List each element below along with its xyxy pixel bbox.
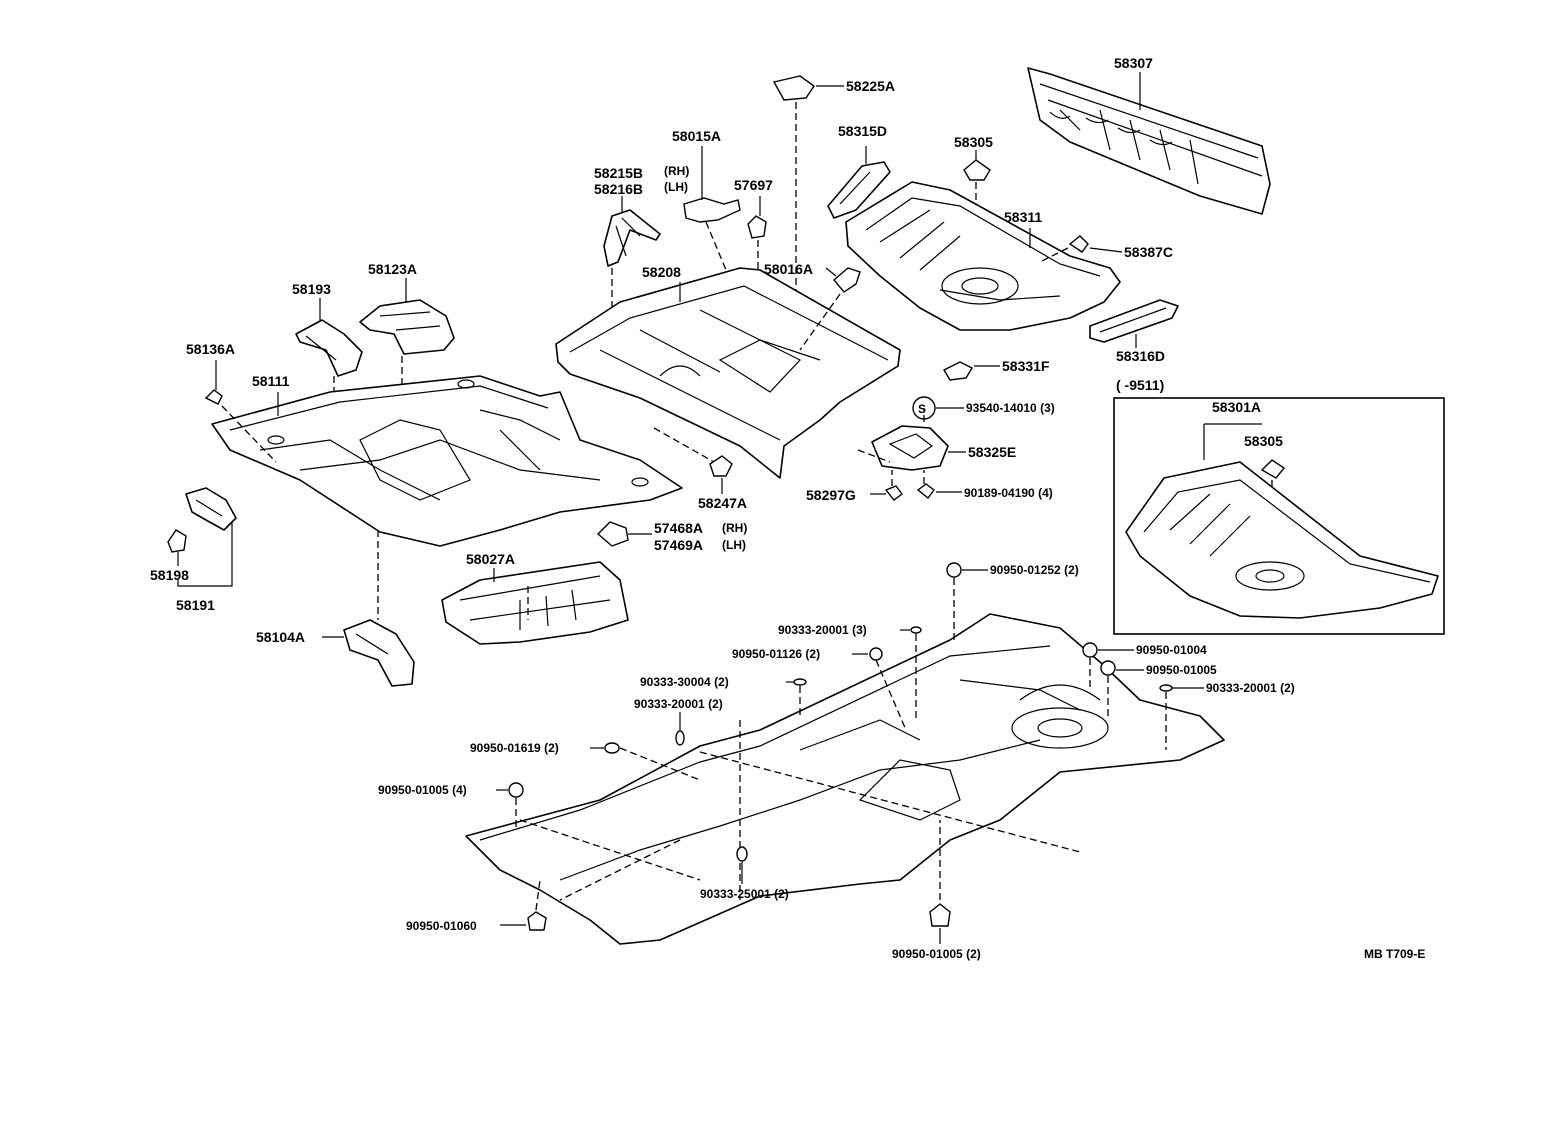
label-58215B-rh: (RH) <box>664 164 689 178</box>
fastener-90950-01126: 90950-01126 (2) <box>732 647 907 731</box>
label-58123A: 58123A <box>368 261 417 277</box>
label-58016A: 58016A <box>764 261 813 277</box>
fastener-90333-20001-2l: 90333-20001 (2) <box>634 697 723 746</box>
part-58208-center-floor: 58208 <box>555 264 901 479</box>
label-58111: 58111 <box>252 373 290 389</box>
label-90950-01004: 90950-01004 <box>1136 643 1207 657</box>
fastener-90333-20001-3: 90333-20001 (3) <box>778 623 922 720</box>
label-90950-01005-2: 90950-01005 (2) <box>892 947 981 961</box>
part-93540-14010: S 93540-14010 (3) <box>912 396 1055 420</box>
part-58027A: 58027A <box>441 551 629 645</box>
label-58316D: 58316D <box>1116 348 1165 364</box>
part-58016A: 58016A <box>764 261 861 351</box>
part-58315D: 58315D <box>827 123 891 219</box>
label-58216B-lh: (LH) <box>664 180 688 194</box>
label-90950-01060: 90950-01060 <box>406 919 477 933</box>
under-cover-assembly <box>465 613 1225 945</box>
fastener-90333-25001: 90333-25001 (2) <box>700 846 789 901</box>
part-58316D: 58316D <box>1089 299 1179 364</box>
label-58225A: 58225A <box>846 78 895 94</box>
part-90189-04190: 90189-04190 (4) <box>916 470 1053 500</box>
diagram-code: MB T709-E <box>1364 947 1425 961</box>
s-symbol: S <box>918 402 926 416</box>
fastener-90950-01252: 90950-01252 (2) <box>946 562 1079 640</box>
label-58216B: 58216B <box>594 181 643 197</box>
part-58136A: 58136A <box>186 341 235 405</box>
fastener-90950-01005-4: 90950-01005 (4) <box>378 782 524 830</box>
part-58015A: 58015A <box>672 128 747 319</box>
part-58325E: 58325E <box>857 408 1016 471</box>
part-58297G: 58297G <box>806 470 903 503</box>
part-58225A: 58225A <box>772 75 895 310</box>
fastener-90333-20001-2r: 90333-20001 (2) <box>1159 681 1295 750</box>
label-58325E: 58325E <box>968 444 1016 460</box>
part-58331F: 58331F <box>943 358 1050 381</box>
label-90950-01005: 90950-01005 <box>1146 663 1217 677</box>
label-93540-14010: 93540-14010 (3) <box>966 401 1055 415</box>
part-57697: 57697 <box>734 177 773 330</box>
label-58311: 58311 <box>1004 209 1042 225</box>
part-58123A: 58123A <box>359 261 455 436</box>
label-58215B: 58215B <box>594 165 643 181</box>
label-58208: 58208 <box>642 264 681 280</box>
label-90333-30004: 90333-30004 (2) <box>640 675 729 689</box>
label-58305-top: 58305 <box>954 134 993 150</box>
label-58297G: 58297G <box>806 487 856 503</box>
label-90333-20001-2r: 90333-20001 (2) <box>1206 681 1295 695</box>
part-58111-front-floor: 58111 <box>211 373 683 547</box>
fastener-90950-01005: 90950-01005 <box>1100 660 1217 720</box>
label-58104A: 58104A <box>256 629 305 645</box>
label-58191: 58191 <box>176 597 215 613</box>
fastener-90950-01005-2: 90950-01005 (2) <box>892 820 981 961</box>
label-90333-20001-3: 90333-20001 (3) <box>778 623 867 637</box>
label-90950-01005-4: 90950-01005 (4) <box>378 783 467 797</box>
label-58307: 58307 <box>1114 55 1153 71</box>
part-58307-rear-panel: 58307 <box>1027 55 1271 215</box>
label-inset-range: ( -9511) <box>1116 377 1164 393</box>
part-57468A-57469A: 57468A (RH) 57469A (LH) <box>596 520 747 553</box>
label-90950-01126: 90950-01126 (2) <box>732 647 820 661</box>
fastener-90950-01004: 90950-01004 <box>1082 642 1207 690</box>
label-57468A-rh: (RH) <box>722 521 747 535</box>
label-58301A: 58301A <box>1212 399 1261 415</box>
label-90333-25001: 90333-25001 (2) <box>700 887 789 901</box>
label-57468A: 57468A <box>654 520 703 536</box>
part-58191-58198: 58198 58191 <box>150 487 237 613</box>
label-90950-01619: 90950-01619 (2) <box>470 741 559 755</box>
part-58104A: 58104A <box>256 530 415 687</box>
part-58215B-58216B: 58215B (RH) 58216B (LH) <box>594 164 689 360</box>
inset-58301A: ( -9511) 58301A 58305 <box>1113 377 1445 635</box>
label-57469A: 57469A <box>654 537 703 553</box>
part-58247A: 58247A <box>653 427 747 511</box>
part-58311-rear-floor: 58311 <box>845 181 1121 331</box>
fastener-90333-30004: 90333-30004 (2) <box>640 675 807 718</box>
fastener-90950-01060: 90950-01060 <box>406 879 547 933</box>
label-90189-04190: 90189-04190 (4) <box>964 486 1053 500</box>
label-58198: 58198 <box>150 567 189 583</box>
label-58193: 58193 <box>292 281 331 297</box>
label-58387C: 58387C <box>1124 244 1173 260</box>
label-58247A: 58247A <box>698 495 747 511</box>
label-57469A-lh: (LH) <box>722 538 746 552</box>
label-58305-inset: 58305 <box>1244 433 1283 449</box>
fastener-90950-01619: 90950-01619 (2) <box>470 741 701 781</box>
label-90333-20001-2l: 90333-20001 (2) <box>634 697 723 711</box>
label-90950-01252: 90950-01252 (2) <box>990 563 1079 577</box>
label-58315D: 58315D <box>838 123 887 139</box>
label-58015A: 58015A <box>672 128 721 144</box>
label-57697: 57697 <box>734 177 773 193</box>
label-58027A: 58027A <box>466 551 515 567</box>
label-58136A: 58136A <box>186 341 235 357</box>
label-58331F: 58331F <box>1002 358 1050 374</box>
part-58387C: 58387C <box>1039 235 1173 263</box>
